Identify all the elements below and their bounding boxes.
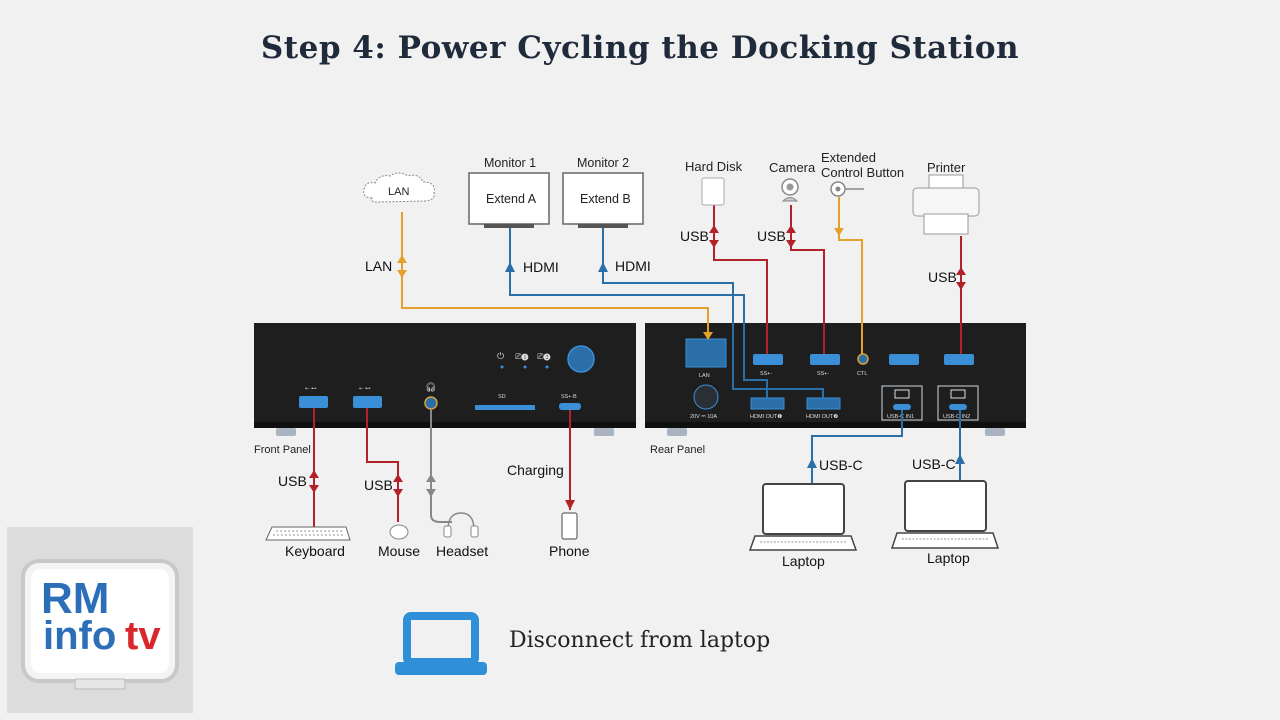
svg-text:🎧︎: 🎧︎ [425,382,436,392]
audio-jack [424,396,438,410]
svg-text:CTL: CTL [857,371,867,377]
svg-text:RM: RM [41,574,109,623]
page-title: Step 4: Power Cycling the Docking Statio… [260,30,1020,66]
rear-usb-port-2 [810,354,840,365]
caption-text: Disconnect from laptop [509,628,771,653]
svg-text:⇠ ⊷: ⇠ ⊷ [305,386,317,392]
usbc-label-2: USB-C [912,456,956,472]
monitor-1-label: Monitor 1 [484,156,536,170]
lan-wire-label: LAN [365,258,392,274]
front-usbc-port [559,403,581,410]
hdmi-cable-2 [602,226,824,398]
hdmi-label-1: HDMI [523,259,559,275]
phone-label: Phone [549,543,590,559]
hdmi-out-2-port [806,397,841,410]
usb-keyboard-label: USB [278,473,307,489]
extended-ctl-label-1: Extended [821,150,876,165]
svg-text:LAN: LAN [388,186,409,198]
svg-text:USB-C IN1: USB-C IN1 [887,414,914,420]
extended-ctl-label-2: Control Button [821,165,904,180]
front-usb-port-1 [299,396,328,408]
laptop-1-icon [748,483,858,551]
svg-text:⇠ ⊷: ⇠ ⊷ [359,386,371,392]
mouse-icon [389,524,409,540]
control-button-icon [830,181,864,197]
laptop-2-icon [890,480,1000,549]
hard-disk-label: Hard Disk [685,159,743,174]
svg-text:SS⇠: SS⇠ [817,371,829,377]
laptop-2-label: Laptop [927,550,970,566]
rear-panel-label: Rear Panel [650,444,705,456]
keyboard-label: Keyboard [285,543,345,559]
mouse-label: Mouse [378,543,420,559]
front-panel-dock: ⇠ ⊷ ⇠ ⊷ 🎧︎ SD SS⇠B ⏻ ⎚❶ ⎚❷ [254,323,636,436]
usb-hard-disk-label: USB [680,228,709,244]
power-input-port [693,384,719,410]
svg-text:SS⇠B: SS⇠B [561,394,577,400]
svg-text:⎚❷: ⎚❷ [537,352,550,361]
camera-label: Camera [769,160,816,175]
usbc-label-1: USB-C [819,457,863,473]
svg-text:⎚❶: ⎚❶ [515,352,528,361]
channel-logo: RM info tv [7,527,193,713]
front-panel-label: Front Panel [254,444,311,456]
svg-text:USB-C IN2: USB-C IN2 [943,414,970,420]
power-button [567,345,595,373]
ctl-cable [838,197,863,354]
front-usb-port-2 [353,396,382,408]
svg-text:tv: tv [125,614,161,658]
monitor-1-icon: Extend A [468,172,550,228]
svg-text:20V ⎓ 10A: 20V ⎓ 10A [690,414,717,420]
rear-usb-port-4 [944,354,974,365]
printer-label: Printer [927,160,966,175]
rear-panel-dock: LAN 20V ⎓ 10A SS⇠ SS⇠ CTL HDMI OUT❶ HDMI… [645,323,1026,436]
svg-text:LAN: LAN [699,373,710,379]
rear-usb-port-1 [753,354,783,365]
hdmi-cable-1 [509,226,768,398]
lan-cable [401,212,709,339]
usbc-in1-port [893,404,911,410]
charging-label: Charging [507,462,564,478]
headset-label: Headset [436,543,488,559]
usb-camera-label: USB [757,228,786,244]
hdmi-label-2: HDMI [615,258,651,274]
printer-icon [912,174,980,235]
rear-usb-port-3 [889,354,919,365]
svg-text:HDMI OUT❷: HDMI OUT❷ [806,413,838,420]
svg-text:Extend B: Extend B [580,192,631,206]
lan-port [685,338,727,368]
svg-text:SS⇠: SS⇠ [760,371,772,377]
camera-icon [781,178,799,202]
svg-text:⏻: ⏻ [497,351,504,361]
phone-icon [561,512,578,540]
ctl-port [857,353,869,365]
monitor-2-icon: Extend B [562,172,644,228]
svg-text:Extend A: Extend A [486,192,537,206]
hard-disk-icon [701,177,725,206]
usbc-in2-port [949,404,967,410]
monitor-2-label: Monitor 2 [577,156,629,170]
laptop-1-label: Laptop [782,553,825,569]
lan-cloud-icon: LAN [363,172,435,203]
svg-text:HDMI OUT❶: HDMI OUT❶ [750,413,782,420]
svg-text:SD: SD [498,394,506,400]
audio-cable-headset [430,409,452,523]
sd-card-slot [475,405,535,410]
usbc-in2-frame [937,385,979,421]
usb-printer-label: USB [928,269,957,285]
headset-icon [443,512,479,538]
laptop-icon [395,612,487,675]
svg-text:info: info [43,614,116,658]
keyboard-icon [265,526,351,541]
hdmi-out-1-port [750,397,785,410]
usb-mouse-label: USB [364,477,393,493]
